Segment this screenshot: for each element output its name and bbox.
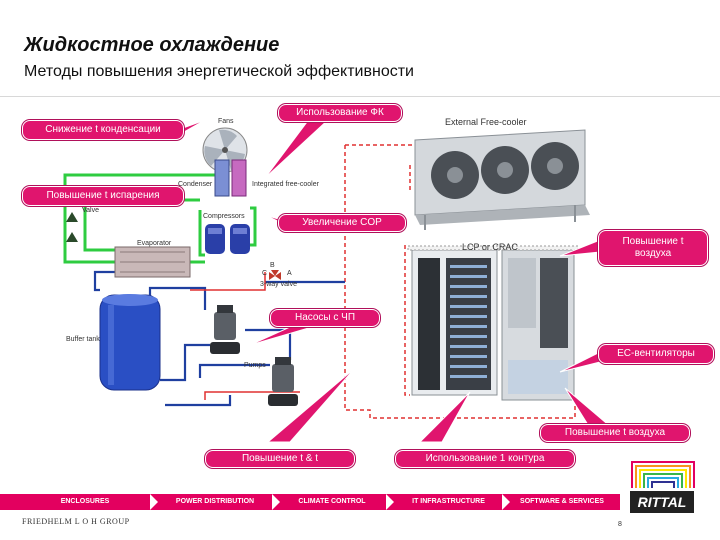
page-title: Жидкостное охлаждение [24,34,280,56]
page-number: 8 [618,521,622,528]
callout-condensation-temp: Снижение t конденсации [22,120,184,140]
rack-top-outline [407,245,579,251]
valve-icon [66,212,78,222]
label-valve-a: A [287,270,292,277]
red-dashed-pipes [344,144,576,419]
evaporator-icon [114,246,191,278]
callout-air-temp-top: Повышение t воздуха [598,230,708,266]
callout-one-circuit: Использование 1 контура [395,450,575,468]
label-fans: Fans [218,118,234,125]
rittal-logo: RITTAL [630,491,694,513]
callout-cop: Увеличение COP [278,214,406,232]
callout-ec-fans: ЕС-вентиляторы [598,344,714,364]
callout-pumps-fc: Насосы с ЧП [270,309,380,327]
condenser-coil [214,159,230,197]
footer-item-software-services[interactable]: SOFTWARE & SERVICES [520,498,604,505]
footer-item-climate-control[interactable]: CLIMATE CONTROL [298,498,366,505]
label-valve-b: B [270,262,275,269]
external-free-cooler-icon [414,129,590,230]
label-compressors: Compressors [203,213,245,220]
footer-separator [502,494,510,510]
group-name: FRIEDHELM L O H GROUP [22,517,130,526]
pump-icon-2 [268,357,298,406]
label-integrated-free-cooler: Integrated free-cooler [252,181,319,188]
rittal-logo-frame [631,461,695,488]
label-lcp-crac: LCP or CRAC [462,242,518,252]
valve-icon-2 [66,232,78,242]
label-3-way-valve: 3-way valve [260,281,297,288]
lcp-rack-icon [411,249,498,396]
callout-free-cooling: Использование ФК [278,104,402,122]
footer-item-power-distribution[interactable]: POWER DISTRIBUTION [175,498,255,505]
callout-delta-t: Повышение t & t [205,450,355,468]
three-way-valve-icon [269,270,281,280]
footer-separator [386,494,394,510]
title-divider [0,96,720,97]
footer-nav-bar: ENCLOSURES POWER DISTRIBUTION CLIMATE CO… [0,494,620,510]
page-subtitle: Методы повышения энергетической эффектив… [24,63,414,80]
label-condenser: Condenser [178,181,213,188]
label-valve: Valve [82,207,99,214]
footer-separator [272,494,280,510]
callout-air-temp-bottom: Повышение t воздуха [540,424,690,442]
red-water-lines [190,272,300,400]
free-cooler-coil [231,159,247,197]
label-external-free-cooler: External Free-cooler [445,117,527,127]
callout-evaporation-temp: Повышение t испарения [22,186,184,206]
compressor-icon [205,224,250,254]
label-evaporator: Evaporator [137,240,172,247]
footer-item-enclosures[interactable]: ENCLOSURES [60,498,110,505]
label-valve-c: C [262,270,268,277]
label-buffer-tank: Buffer tank [66,336,100,343]
label-pumps: Pumps [244,362,266,369]
pump-icon [210,305,240,354]
crac-unit-icon [501,249,575,401]
blue-water-loop [93,270,345,407]
footer-separator [150,494,158,510]
buffer-tank-icon [99,294,161,391]
footer-item-it-infrastructure[interactable]: IT INFRASTRUCTURE [412,498,485,505]
